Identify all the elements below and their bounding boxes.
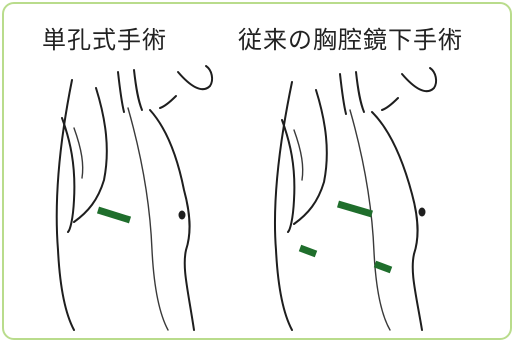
torso-right-chin: [401, 67, 438, 93]
torso-right-nipple: [418, 207, 426, 217]
torso-right-arm: [281, 119, 296, 233]
torso-right-front-outline: [371, 111, 423, 331]
torso-left-neck-front: [133, 69, 143, 111]
torso-right-back-outline: [273, 81, 293, 331]
torso-right-neck-front: [355, 71, 365, 113]
torso-left-arm: [61, 117, 76, 233]
incision-mark: [373, 260, 393, 274]
torso-left: [55, 65, 214, 331]
incision-mark: [298, 244, 318, 258]
torso-left-side-line: [127, 107, 169, 331]
torso-left-throat: [159, 95, 177, 109]
torso-left-arm-inner: [73, 87, 108, 223]
panel-title-single-port: 単孔式手術: [42, 26, 167, 54]
incision-mark: [96, 206, 132, 224]
figure-frame: [2, 2, 512, 340]
incision-mark: [337, 200, 373, 218]
torso-right-side-line: [349, 109, 391, 331]
torso-right-neck-back: [339, 73, 347, 115]
torso-left-front-outline: [149, 109, 195, 331]
torso-left-neck-back: [117, 71, 125, 113]
panel-title-conventional-vats: 従来の胸腔鏡下手術: [238, 26, 463, 54]
torso-left-armpit-crease: [73, 127, 84, 179]
torso-right-arm-inner: [293, 89, 328, 225]
torso-right-armpit-crease: [293, 129, 304, 181]
torso-left-nipple: [178, 210, 186, 220]
torso-left-back-outline: [55, 79, 75, 331]
torso-right-throat: [381, 97, 399, 111]
torso-right: [273, 67, 438, 331]
torso-left-chin: [177, 65, 214, 91]
